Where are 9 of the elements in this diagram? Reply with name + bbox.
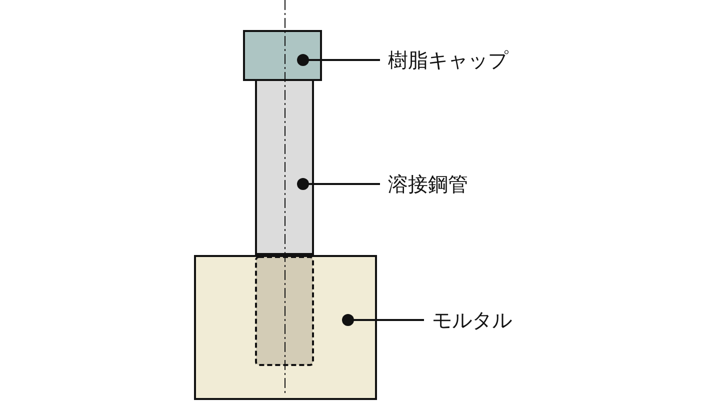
- leader-line: [297, 178, 380, 190]
- steel-pipe: [255, 79, 314, 255]
- leader-line: [342, 314, 424, 326]
- mortar-block: [194, 255, 377, 400]
- part-label: 溶接鋼管: [388, 172, 468, 196]
- part-label: モルタル: [432, 308, 512, 332]
- leader-line: [297, 54, 380, 66]
- resin-cap: [243, 30, 322, 81]
- part-label: 樹脂キャップ: [388, 48, 508, 72]
